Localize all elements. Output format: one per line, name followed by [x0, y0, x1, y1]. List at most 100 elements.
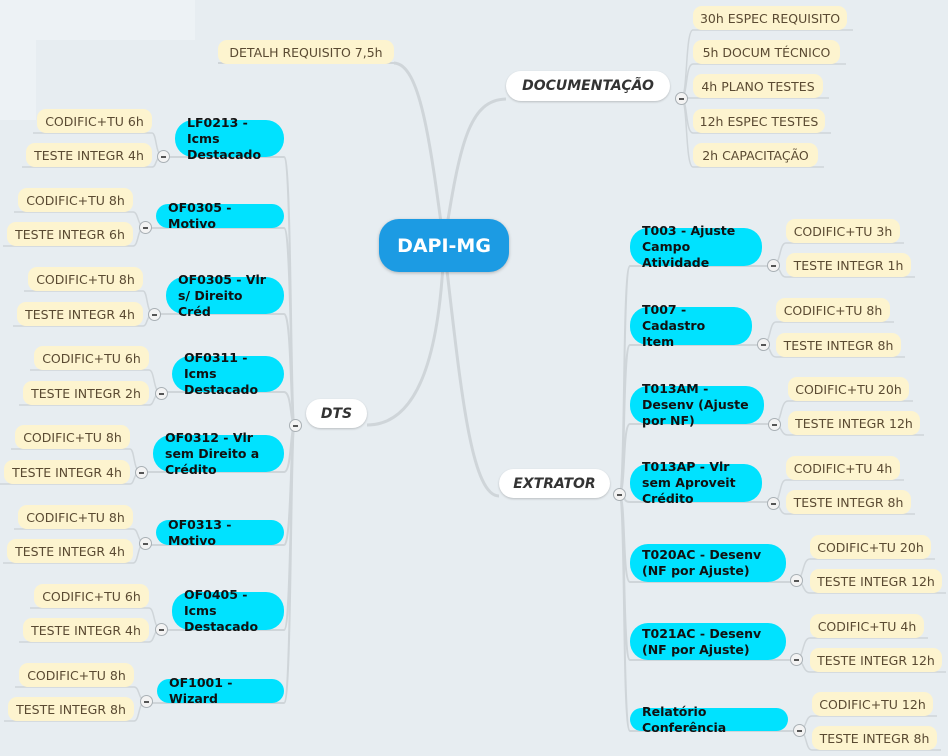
dts-task[interactable]: OF0305 - Motivo	[156, 200, 284, 231]
collapse-toggle-icon[interactable]	[767, 497, 780, 510]
teste-leaf-label: TESTE INTEGR 12h	[795, 415, 913, 431]
collapse-toggle-icon[interactable]	[675, 92, 688, 105]
codific-leaf[interactable]: CODIFIC+TU 20h	[788, 377, 909, 401]
connector-line	[442, 244, 500, 498]
teste-leaf[interactable]: TESTE INTEGR 4h	[23, 618, 149, 642]
branch-extrator[interactable]: EXTRATOR	[499, 469, 610, 498]
teste-leaf-label: TESTE INTEGR 8h	[783, 337, 894, 353]
dts-task[interactable]: OF0305 - Vlr s/ Direito Créd	[166, 272, 284, 319]
doc-item-label: 12h ESPEC TESTES	[699, 113, 819, 129]
collapse-toggle-icon[interactable]	[613, 488, 626, 501]
codific-leaf[interactable]: CODIFIC+TU 8h	[19, 663, 134, 687]
dts-task-label: OF0311 - Icms Destacado	[184, 350, 259, 397]
teste-leaf[interactable]: TESTE INTEGR 12h	[788, 411, 920, 435]
connector-line	[442, 97, 507, 246]
codific-leaf[interactable]: CODIFIC+TU 6h	[34, 346, 149, 370]
teste-leaf-label: TESTE INTEGR 4h	[12, 464, 122, 480]
collapse-toggle-icon[interactable]	[135, 466, 148, 479]
codific-leaf[interactable]: CODIFIC+TU 4h	[786, 456, 900, 480]
collapse-toggle-icon[interactable]	[155, 623, 168, 636]
connector-line	[618, 493, 799, 732]
teste-leaf-label: TESTE INTEGR 4h	[15, 543, 125, 559]
dts-task[interactable]: OF0313 - Motivo	[156, 517, 284, 548]
connector-line	[393, 61, 446, 246]
teste-leaf[interactable]: TESTE INTEGR 4h	[17, 302, 143, 326]
teste-leaf[interactable]: TESTE INTEGR 2h	[23, 381, 149, 405]
codific-leaf-label: CODIFIC+TU 8h	[783, 302, 883, 318]
dts-task[interactable]: LF0213 - Icms Destacado	[175, 115, 284, 162]
teste-leaf[interactable]: TESTE INTEGR 4h	[4, 460, 130, 484]
codific-leaf-label: CODIFIC+TU 8h	[23, 429, 122, 445]
dts-task[interactable]: OF0312 - Vlr sem Direito a Crédito	[153, 430, 284, 477]
extrator-task[interactable]: T003 - Ajuste Campo Atividade	[630, 223, 762, 270]
extrator-task[interactable]: T021AC - Desenv (NF por Ajuste)	[630, 623, 786, 660]
teste-leaf[interactable]: TESTE INTEGR 8h	[786, 490, 911, 514]
teste-leaf[interactable]: TESTE INTEGR 8h	[776, 333, 901, 357]
collapse-toggle-icon[interactable]	[139, 537, 152, 550]
collapse-toggle-icon[interactable]	[757, 338, 770, 351]
codific-leaf[interactable]: CODIFIC+TU 3h	[786, 219, 900, 243]
doc-item[interactable]: 12h ESPEC TESTES	[693, 109, 825, 133]
codific-leaf[interactable]: CODIFIC+TU 20h	[810, 535, 931, 559]
doc-item[interactable]: 30h ESPEC REQUISITO	[693, 6, 847, 30]
extrator-task[interactable]: T013AP - Vlr sem Aproveit Crédito	[630, 459, 762, 506]
collapse-toggle-icon[interactable]	[140, 695, 153, 708]
doc-item[interactable]: 2h CAPACITAÇÃO	[693, 143, 818, 167]
central-topic[interactable]: DAPI-MG	[379, 219, 509, 272]
teste-leaf[interactable]: TESTE INTEGR 4h	[26, 143, 152, 167]
extrator-task[interactable]: Relatório Conferência	[630, 704, 788, 735]
branch-documentacao[interactable]: DOCUMENTAÇÃO	[506, 71, 670, 101]
teste-leaf[interactable]: TESTE INTEGR 8h	[8, 697, 134, 721]
codific-leaf[interactable]: CODIFIC+TU 4h	[810, 614, 924, 638]
detail-requisito-node[interactable]: DETALH REQUISITO 7,5h	[218, 40, 394, 64]
teste-leaf[interactable]: TESTE INTEGR 12h	[810, 569, 942, 593]
extrator-task[interactable]: T007 - Cadastro Item	[630, 302, 752, 349]
codific-leaf[interactable]: CODIFIC+TU 8h	[28, 267, 143, 291]
teste-leaf[interactable]: TESTE INTEGR 6h	[7, 222, 133, 246]
detail-requisito-node-label: DETALH REQUISITO 7,5h	[229, 44, 383, 60]
teste-leaf[interactable]: TESTE INTEGR 12h	[810, 648, 942, 672]
codific-leaf-label: CODIFIC+TU 4h	[793, 460, 893, 476]
dts-task-label: OF0405 - Icms Destacado	[184, 587, 259, 634]
codific-leaf[interactable]: CODIFIC+TU 8h	[18, 188, 133, 212]
extrator-task-label: T003 - Ajuste Campo Atividade	[642, 223, 736, 270]
dts-task[interactable]: OF0311 - Icms Destacado	[172, 350, 284, 397]
codific-leaf-label: CODIFIC+TU 6h	[42, 588, 141, 604]
collapse-toggle-icon[interactable]	[289, 419, 302, 432]
extrator-task[interactable]: T013AM - Desenv (Ajuste por NF)	[630, 381, 764, 428]
dts-task-label: OF0312 - Vlr sem Direito a Crédito	[165, 429, 260, 477]
extrator-task[interactable]: T020AC - Desenv (NF por Ajuste)	[630, 544, 786, 582]
doc-item[interactable]: 4h PLANO TESTES	[693, 74, 823, 98]
dts-task[interactable]: OF0405 - Icms Destacado	[172, 587, 284, 634]
teste-leaf[interactable]: TESTE INTEGR 4h	[7, 539, 133, 563]
dts-task-label: LF0213 - Icms Destacado	[187, 114, 262, 162]
collapse-toggle-icon[interactable]	[768, 418, 781, 431]
codific-leaf[interactable]: CODIFIC+TU 8h	[776, 298, 890, 322]
dts-task[interactable]: OF1001 - Wizard	[157, 675, 284, 706]
dts-task-label: OF0313 - Motivo	[168, 516, 232, 548]
extrator-task-label: T013AM - Desenv (Ajuste por NF)	[642, 381, 749, 428]
collapse-toggle-icon[interactable]	[790, 653, 803, 666]
teste-leaf-label: TESTE INTEGR 12h	[817, 573, 935, 589]
collapse-toggle-icon[interactable]	[790, 574, 803, 587]
codific-leaf[interactable]: CODIFIC+TU 8h	[18, 505, 133, 529]
codific-leaf[interactable]: CODIFIC+TU 12h	[812, 692, 933, 716]
branch-extrator-label: EXTRATOR	[513, 475, 596, 492]
teste-leaf[interactable]: TESTE INTEGR 1h	[786, 253, 911, 277]
collapse-toggle-icon[interactable]	[139, 221, 152, 234]
codific-leaf-label: CODIFIC+TU 6h	[42, 350, 141, 366]
codific-leaf[interactable]: CODIFIC+TU 6h	[34, 584, 149, 608]
codific-leaf[interactable]: CODIFIC+TU 6h	[37, 109, 152, 133]
codific-leaf-label: CODIFIC+TU 3h	[793, 223, 893, 239]
doc-item[interactable]: 5h DOCUM TÉCNICO	[693, 40, 840, 64]
collapse-toggle-icon[interactable]	[767, 259, 780, 272]
teste-leaf-label: TESTE INTEGR 8h	[793, 494, 904, 510]
teste-leaf[interactable]: TESTE INTEGR 8h	[812, 726, 937, 750]
codific-leaf-label: CODIFIC+TU 8h	[26, 509, 125, 525]
branch-dts[interactable]: DTS	[306, 399, 367, 428]
collapse-toggle-icon[interactable]	[155, 387, 168, 400]
collapse-toggle-icon[interactable]	[793, 724, 806, 737]
codific-leaf[interactable]: CODIFIC+TU 8h	[15, 425, 130, 449]
collapse-toggle-icon[interactable]	[157, 150, 170, 163]
collapse-toggle-icon[interactable]	[148, 308, 161, 321]
